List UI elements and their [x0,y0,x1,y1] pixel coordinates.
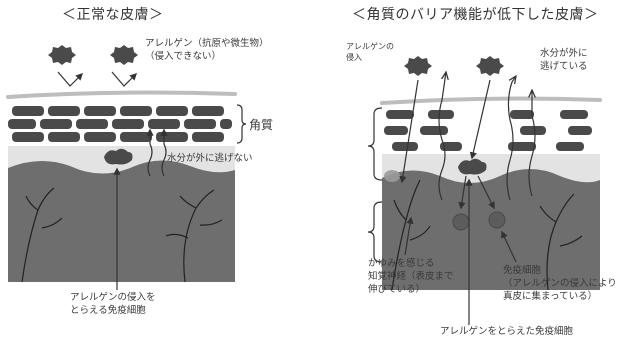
right-dermis-bracket [367,201,383,263]
right-immune-label-3: 真皮に集まっている） [503,291,598,302]
right-to-cell-arrow-1 [458,175,467,210]
left-allergen-1 [48,45,76,65]
left-bounce-arrow-1 [57,71,84,87]
right-allergen-label-2: 侵入 [346,53,362,62]
right-inflamed-spot [384,170,400,182]
right-allergen-arrow-1 [399,79,419,184]
right-allergen-arrow-2 [469,79,491,160]
left-panel-title: ＜正常な皮膚＞ [62,7,164,23]
right-nerve-label-2: 知覚神経（表皮まで [368,271,454,282]
right-nerve-label-3: 伸びている） [368,284,426,295]
right-skin [367,56,602,325]
right-nerves [391,179,583,291]
left-dermis [8,160,235,282]
right-moisture-label-2: 逃げている [540,61,588,72]
left-stratum-corneum [8,106,232,142]
left-immune-cell [104,148,133,165]
right-immune-pointer [501,230,517,263]
left-allergen-2 [110,45,138,65]
left-bounce-arrow-2 [111,71,138,87]
right-panel-title: ＜角質のバリア機能が低下した皮膚＞ [352,7,599,23]
left-immune-label-1: アレルゲンの侵入を [70,292,156,303]
left-skin-surface [6,90,237,99]
left-moisture-arrows [146,128,168,177]
right-nerve-pointer [404,216,414,256]
right-allergen-label-1: アレルゲンの [346,42,394,51]
left-allergens [48,45,138,87]
right-allergen-2 [476,56,504,76]
left-nerves [21,187,223,283]
right-moisture-arrows [438,72,535,201]
right-immune-label-2: （アレルゲンの侵入により [503,278,617,289]
right-stratum-corneum [384,110,592,151]
right-stratum-bracket [367,107,383,181]
right-skin-surface [380,96,602,105]
right-immune-cell-2 [488,211,506,229]
right-caught-immune-cell [458,158,487,175]
left-skin [6,45,247,290]
right-immune-label-1: 免疫細胞 [503,265,542,276]
right-nerve-label-1: かゆみを感じる [368,258,435,269]
left-allergen-label-2: （侵入できない） [145,51,222,62]
right-allergens [399,56,504,184]
right-dermis [382,169,600,290]
right-to-cell-arrow-2 [477,175,495,210]
left-moisture-label: 水分が外に逃げない [167,153,253,164]
right-allergen-1 [404,56,432,76]
left-stratum-bracket [236,104,247,144]
left-immune-label-2: とらえる免疫細胞 [70,305,146,316]
right-moisture-label-1: 水分が外に [540,48,588,59]
left-stratum-label: 角質 [249,118,274,132]
right-immune-cell-1 [452,213,470,231]
right-caught-label: アレルゲンをとらえた免疫細胞 [440,326,574,337]
left-allergen-label-1: アレルゲン（抗原や微生物） [145,38,269,49]
